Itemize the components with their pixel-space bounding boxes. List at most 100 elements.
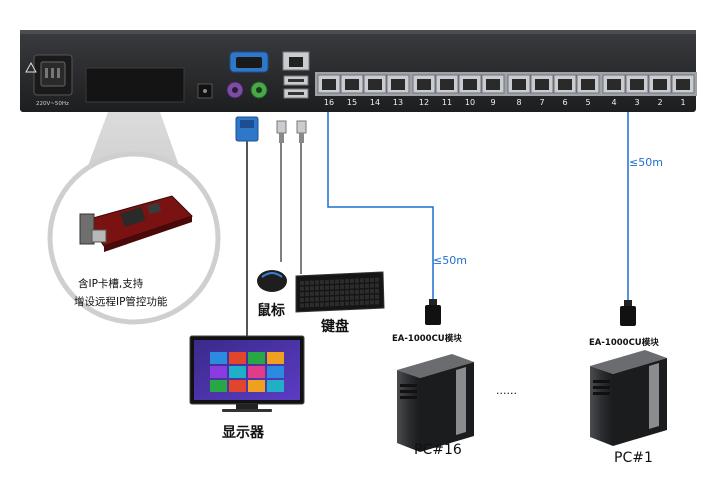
keyboard-key bbox=[370, 289, 374, 294]
keyboard-key bbox=[360, 289, 364, 294]
keyboard-key bbox=[375, 288, 379, 294]
keyboard-key bbox=[345, 284, 349, 289]
port-number-label: 12 bbox=[419, 98, 429, 107]
keyboard-key bbox=[300, 303, 304, 308]
keyboard-key bbox=[305, 297, 309, 302]
keyboard-key bbox=[315, 285, 319, 291]
mouse-label: 鼠标 bbox=[257, 303, 285, 319]
keyboard-key bbox=[345, 279, 349, 284]
keyboard-key bbox=[360, 283, 364, 289]
rj45-port-socket bbox=[581, 79, 595, 90]
keyboard-key bbox=[355, 300, 359, 306]
keyboard-key bbox=[305, 303, 309, 308]
port-number-label: 1 bbox=[680, 98, 685, 107]
screen-tile bbox=[248, 366, 265, 378]
keyboard-key bbox=[360, 300, 364, 305]
pc16-tower-icon bbox=[397, 354, 474, 452]
keyboard-key bbox=[320, 296, 324, 302]
port-number-label: 3 bbox=[634, 98, 639, 107]
keyboard-key bbox=[340, 284, 344, 290]
keyboard-key bbox=[340, 296, 344, 301]
pc1-label: PC#1 bbox=[614, 450, 653, 466]
keyboard-key bbox=[365, 300, 369, 305]
keyboard-key bbox=[305, 280, 309, 285]
keyboard-key bbox=[365, 294, 369, 300]
vga-port bbox=[229, 51, 269, 73]
keyboard-key bbox=[310, 297, 314, 302]
keyboard-key bbox=[315, 280, 319, 285]
screen-tile bbox=[210, 380, 227, 392]
port-number-label: 11 bbox=[442, 98, 452, 107]
keyboard-key bbox=[335, 290, 339, 295]
keyboard-key bbox=[300, 281, 304, 286]
distance-label-pc1: ≤50m bbox=[629, 156, 663, 169]
rj45-port-socket bbox=[486, 79, 500, 90]
ea-module-label-pc16: EA-1000CU模块 bbox=[392, 334, 462, 344]
keyboard-key bbox=[330, 302, 334, 307]
power-socket bbox=[25, 54, 73, 96]
keyboard-key bbox=[300, 286, 304, 291]
keyboard-key bbox=[375, 294, 379, 299]
keyboard-key bbox=[365, 278, 369, 283]
keyboard-key bbox=[315, 297, 319, 302]
keyboard-key bbox=[310, 302, 314, 308]
keyboard-key bbox=[300, 292, 304, 297]
keyboard-key bbox=[330, 290, 334, 296]
port-number-label: 10 bbox=[465, 98, 475, 107]
screen-tile bbox=[267, 380, 284, 392]
keyboard-key bbox=[315, 291, 319, 296]
keyboard-key bbox=[315, 302, 319, 307]
keyboard-key bbox=[335, 296, 339, 301]
keyboard-key bbox=[330, 279, 334, 284]
keyboard-key bbox=[320, 291, 324, 296]
keyboard-key bbox=[325, 291, 329, 296]
rj45-port-socket bbox=[653, 79, 667, 90]
keyboard-key bbox=[305, 286, 309, 291]
ip-card-callout bbox=[47, 112, 221, 325]
keyboard-key bbox=[370, 277, 374, 283]
keyboard-key bbox=[375, 277, 379, 282]
pc1-tower-icon bbox=[590, 350, 667, 446]
keyboard-key bbox=[330, 285, 334, 290]
rj45-port-socket bbox=[463, 79, 477, 90]
keyboard-key bbox=[335, 285, 339, 290]
screen-tile bbox=[267, 366, 284, 378]
keyboard-key bbox=[350, 290, 354, 295]
screen-tile bbox=[267, 352, 284, 364]
keyboard-key bbox=[355, 295, 359, 300]
keyboard-key bbox=[310, 291, 314, 296]
keyboard-key bbox=[330, 296, 334, 301]
keyboard-label: 键盘 bbox=[321, 319, 349, 335]
monitor-label: 显示器 bbox=[222, 425, 264, 441]
keyboard-key bbox=[340, 279, 344, 284]
rj45-port-socket bbox=[630, 79, 644, 90]
keyboard-key bbox=[345, 295, 349, 301]
keyboard-key bbox=[325, 279, 329, 285]
keyboard-key bbox=[370, 294, 374, 299]
screen-tile bbox=[229, 366, 246, 378]
rj45-port-socket bbox=[368, 79, 382, 90]
port-number-label: 15 bbox=[347, 98, 357, 107]
port-number-label: 5 bbox=[585, 98, 590, 107]
port-number-label: 14 bbox=[370, 98, 380, 107]
port-number-label: 6 bbox=[562, 98, 567, 107]
keyboard-key bbox=[345, 290, 349, 295]
ellipsis-more-pcs: ...... bbox=[496, 384, 517, 397]
keyboard-key bbox=[360, 278, 364, 283]
keyboard-key bbox=[375, 283, 379, 288]
keyboard-key bbox=[355, 289, 359, 294]
keyboard-key bbox=[350, 284, 354, 289]
keyboard-key bbox=[310, 286, 314, 291]
keyboard-key bbox=[335, 279, 339, 284]
monitor-screen bbox=[194, 340, 300, 400]
screen-tile bbox=[248, 380, 265, 392]
rj45-port-socket bbox=[322, 79, 336, 90]
port-number-label: 8 bbox=[516, 98, 521, 107]
keyboard-usb-cable bbox=[296, 120, 307, 274]
mouse-icon bbox=[257, 270, 287, 292]
keyboard-key bbox=[310, 280, 314, 285]
keyboard-key bbox=[335, 301, 339, 307]
ip-card-board bbox=[79, 195, 193, 252]
